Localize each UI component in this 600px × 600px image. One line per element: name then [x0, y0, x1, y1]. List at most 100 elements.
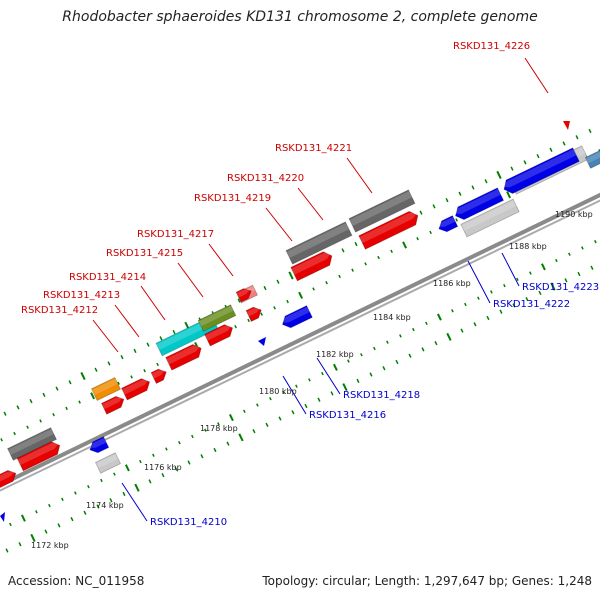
ruler-label: 1190 kbp — [555, 210, 593, 219]
gene-shape — [358, 210, 419, 250]
gene-light-gray — [460, 198, 520, 238]
tick-mark — [44, 529, 48, 534]
tick-mark — [304, 403, 308, 409]
tick-mark — [590, 265, 594, 270]
gene-shape — [245, 306, 262, 322]
gene-highlight — [454, 189, 501, 214]
tick-mark — [550, 282, 556, 291]
gene-red — [150, 368, 167, 384]
tick-mark — [555, 258, 558, 263]
tick-mark — [146, 342, 150, 347]
tick-mark — [83, 510, 87, 515]
tick-mark — [39, 419, 42, 423]
gene-highlight — [8, 428, 54, 455]
tick-mark — [139, 459, 142, 464]
tick-mark — [200, 454, 204, 459]
tick-mark — [113, 472, 116, 476]
tick-mark — [165, 447, 168, 451]
tick-mark — [317, 397, 321, 402]
gene-shape — [460, 198, 520, 238]
tick-mark — [20, 514, 26, 522]
tick-mark — [432, 204, 436, 209]
gene-red — [16, 441, 61, 472]
tick-mark — [342, 383, 348, 392]
tick-mark — [276, 279, 280, 284]
leader-line — [208, 243, 234, 277]
gene-red — [100, 395, 125, 415]
gene-highlight — [286, 223, 350, 258]
tick-mark — [90, 392, 96, 400]
tick-mark — [0, 438, 3, 442]
tick-mark — [260, 312, 263, 316]
gene-red-marker — [563, 121, 570, 130]
gene-label-reverse: RSKD131_4218 — [343, 390, 420, 401]
tick-mark — [68, 380, 72, 385]
leader-line — [121, 482, 148, 522]
gene-red — [235, 288, 252, 303]
tick-mark — [87, 485, 90, 489]
gene-olive — [197, 304, 237, 332]
tick-mark — [100, 478, 103, 483]
tick-mark — [65, 406, 68, 411]
tick-mark — [96, 504, 100, 509]
gene-highlight — [205, 325, 232, 341]
gene-shape — [150, 368, 167, 384]
tick-mark — [282, 390, 285, 395]
tick-mark — [159, 336, 163, 341]
ruler-label: 1178 kbp — [200, 424, 238, 433]
tick-mark — [133, 348, 137, 354]
tick-mark — [80, 371, 86, 381]
tick-mark — [549, 147, 553, 152]
gene-shape — [438, 215, 459, 233]
tick-mark — [70, 516, 74, 522]
tick-mark — [581, 246, 584, 250]
tick-mark — [143, 369, 146, 373]
tick-mark — [496, 170, 502, 179]
gene-highlight — [461, 200, 517, 232]
accession-label: Accession: NC_011958 — [8, 574, 145, 588]
leader-line — [524, 57, 549, 94]
gene-blue — [437, 215, 459, 233]
tick-mark — [174, 466, 178, 471]
tick-mark — [312, 287, 315, 291]
tick-mark — [499, 309, 503, 314]
gene-highlight — [151, 370, 166, 379]
gene-steel-blue — [584, 149, 600, 169]
gene-blue — [502, 147, 580, 194]
gene-shape — [455, 187, 505, 221]
ruler-label: 1180 kbp — [259, 387, 297, 396]
gene-shape — [165, 344, 202, 371]
tick-mark — [351, 268, 354, 272]
tick-mark — [577, 271, 581, 277]
gene-shape — [7, 427, 57, 461]
tick-mark — [464, 302, 467, 307]
gene-label-forward: RSKD131_4213 — [43, 290, 120, 301]
gene-shape — [584, 149, 600, 169]
gene-red — [0, 469, 17, 489]
ruler-label: 1184 kbp — [373, 313, 411, 322]
tick-mark — [377, 255, 380, 260]
gene-red — [165, 344, 202, 371]
tick-mark — [486, 315, 490, 321]
tick-mark — [332, 363, 338, 371]
gene-shape — [90, 376, 122, 402]
gene-highlight — [88, 437, 107, 448]
gene-blue — [454, 187, 505, 221]
tick-mark — [243, 409, 246, 413]
leader-line — [282, 375, 307, 415]
map-title: Rhodobacter sphaeroides KD131 chromosome… — [62, 9, 538, 25]
tick-mark — [288, 271, 294, 280]
tick-mark — [29, 399, 33, 404]
gene-shape — [235, 288, 252, 303]
tick-mark — [445, 197, 449, 203]
tick-mark — [152, 453, 155, 457]
tick-mark — [588, 128, 592, 134]
tick-mark — [321, 371, 324, 376]
gene-red — [204, 324, 234, 347]
tick-mark — [204, 428, 207, 432]
tick-mark — [373, 346, 376, 351]
tick-mark — [35, 510, 38, 514]
gene-blue-marker — [0, 512, 5, 522]
tick-mark — [52, 412, 55, 417]
